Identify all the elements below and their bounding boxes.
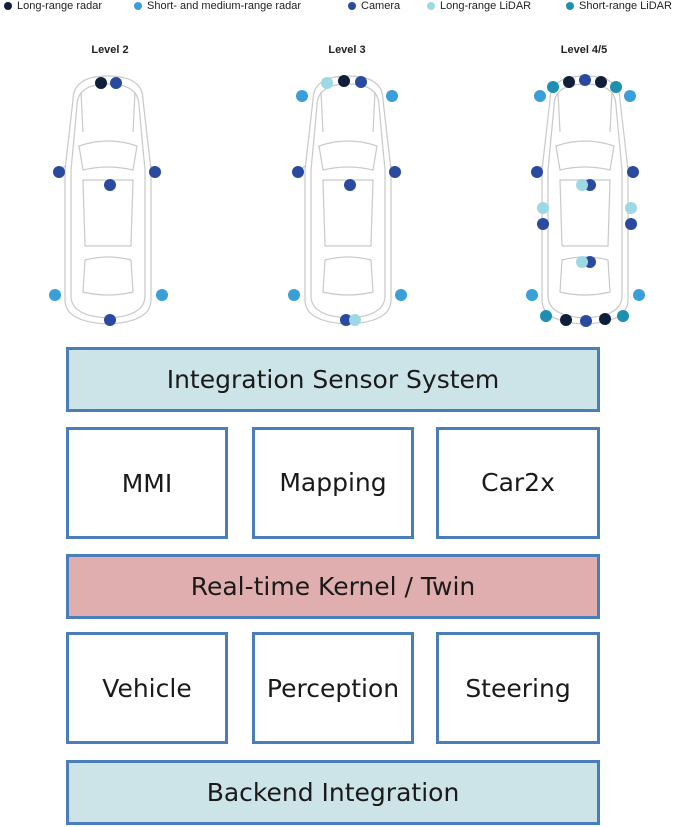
long-range-lidar-dot <box>349 314 361 326</box>
short-range-lidar-dot <box>540 310 552 322</box>
camera-dot <box>344 179 356 191</box>
perception-block: Perception <box>252 632 414 744</box>
short-medium-radar-dot <box>534 90 546 102</box>
block-label: Vehicle <box>102 673 192 703</box>
long-range-radar-dot <box>95 77 107 89</box>
block-label: Car2x <box>481 468 555 497</box>
dot-icon <box>4 2 12 10</box>
sensor-overlay <box>49 74 645 327</box>
camera-dot <box>149 166 161 178</box>
camera-dot <box>340 314 352 326</box>
legend-label: Camera <box>361 0 401 12</box>
level-45-label: Level 4/5 <box>560 44 608 56</box>
camera-dot <box>531 166 543 178</box>
short-medium-radar-dot <box>156 289 168 301</box>
short-medium-radar-dot <box>633 289 645 301</box>
camera-dot <box>53 166 65 178</box>
camera-dot <box>537 218 549 230</box>
long-range-lidar-dot <box>321 77 333 89</box>
dot-icon <box>427 2 435 10</box>
sensor-legend: Long-range radar Short- and medium-range… <box>0 0 685 14</box>
legend-label: Long-range LiDAR <box>440 0 532 12</box>
short-medium-radar-dot <box>288 289 300 301</box>
legend-item-short-range-lidar: Short-range LiDAR <box>566 0 672 12</box>
dot-icon <box>348 2 356 10</box>
camera-dot <box>104 314 116 326</box>
dot-icon <box>566 2 574 10</box>
block-label: MMI <box>121 468 173 498</box>
steering-block: Steering <box>436 632 600 744</box>
block-label: Steering <box>465 673 571 703</box>
car2x-block: Car2x <box>436 427 600 539</box>
camera-dot <box>389 166 401 178</box>
level-3-label: Level 3 <box>328 44 366 56</box>
long-range-radar-dot <box>338 75 350 87</box>
dot-icon <box>134 2 142 10</box>
camera-dot <box>627 166 639 178</box>
camera-dot <box>580 315 592 327</box>
mapping-block: Mapping <box>252 427 414 539</box>
short-range-lidar-dot <box>617 310 629 322</box>
camera-dot <box>104 179 116 191</box>
mmi-block: MMI <box>66 427 228 539</box>
long-range-radar-dot <box>563 76 575 88</box>
camera-dot <box>110 77 122 89</box>
long-range-radar-dot <box>560 314 572 326</box>
short-medium-radar-dot <box>49 289 61 301</box>
camera-dot <box>579 74 591 86</box>
block-label: Real-time Kernel / Twin <box>190 572 476 601</box>
legend-label: Short-range LiDAR <box>579 0 672 12</box>
short-range-lidar-dot <box>547 81 559 93</box>
long-range-radar-dot <box>595 76 607 88</box>
short-range-lidar-dot <box>610 81 622 93</box>
block-label: Backend Integration <box>206 778 460 807</box>
legend-item-long-range-radar: Long-range radar <box>4 0 102 12</box>
long-range-lidar-dot <box>537 202 549 214</box>
long-range-lidar-dot <box>576 179 588 191</box>
camera-dot <box>292 166 304 178</box>
block-label: Perception <box>266 673 400 703</box>
short-medium-radar-dot <box>395 289 407 301</box>
legend-item-long-range-lidar: Long-range LiDAR <box>427 0 531 12</box>
block-label: Integration Sensor System <box>166 365 500 394</box>
legend-label: Long-range radar <box>17 0 103 12</box>
long-range-radar-dot <box>599 313 611 325</box>
long-range-lidar-dot <box>625 202 637 214</box>
short-medium-radar-dot <box>296 90 308 102</box>
level-2-label: Level 2 <box>91 44 129 56</box>
vehicle-block: Vehicle <box>66 632 228 744</box>
camera-dot <box>625 218 637 230</box>
legend-label: Short- and medium-range radar <box>147 0 302 12</box>
short-medium-radar-dot <box>386 90 398 102</box>
legend-item-camera: Camera <box>348 0 400 12</box>
integration-sensor-system-block: Integration Sensor System <box>66 347 600 412</box>
realtime-kernel-block: Real-time Kernel / Twin <box>66 554 600 619</box>
long-range-lidar-dot <box>576 256 588 268</box>
short-medium-radar-dot <box>624 90 636 102</box>
short-medium-radar-dot <box>526 289 538 301</box>
backend-integration-block: Backend Integration <box>66 760 600 825</box>
camera-dot <box>355 76 367 88</box>
block-label: Mapping <box>279 468 387 497</box>
legend-item-short-medium-radar: Short- and medium-range radar <box>134 0 301 12</box>
